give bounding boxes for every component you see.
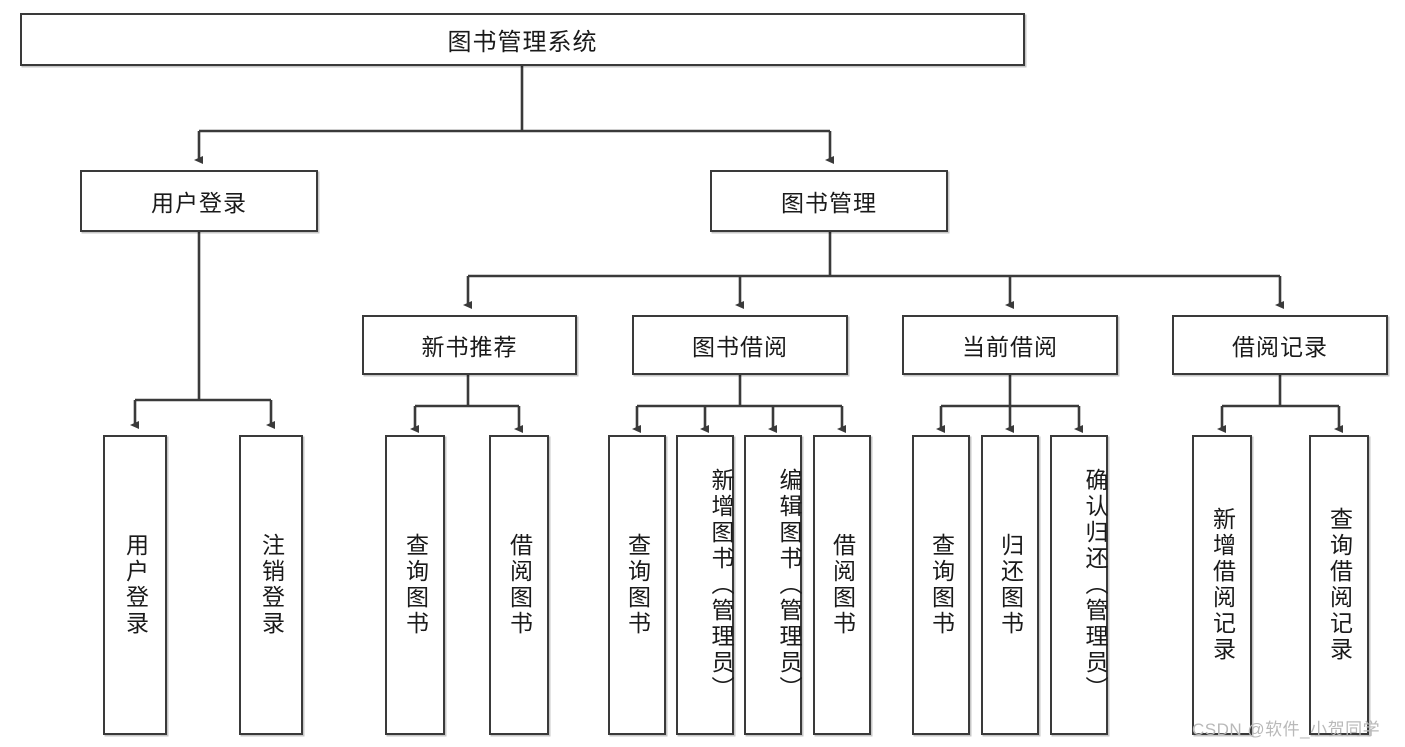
leaf-current-borrow-return-book[interactable]: 归还图书 bbox=[981, 435, 1039, 735]
leaf-user-login-logout[interactable]: 注销登录 bbox=[239, 435, 303, 735]
node-current-borrow[interactable]: 当前借阅 bbox=[902, 315, 1118, 375]
leaf-current-borrow-confirm-return-admin[interactable]: 确认归还（管理员） bbox=[1050, 435, 1108, 735]
leaf-borrow-record-query-record[interactable]: 查询借阅记录 bbox=[1309, 435, 1369, 735]
leaf-current-borrow-query-book[interactable]: 查询图书 bbox=[912, 435, 970, 735]
node-new-book-recommend[interactable]: 新书推荐 bbox=[362, 315, 577, 375]
node-borrow-record[interactable]: 借阅记录 bbox=[1172, 315, 1388, 375]
leaf-book-borrow-add-book-admin[interactable]: 新增图书（管理员） bbox=[676, 435, 734, 735]
leaf-borrow-record-add-record[interactable]: 新增借阅记录 bbox=[1192, 435, 1252, 735]
leaf-user-login-login[interactable]: 用户登录 bbox=[103, 435, 167, 735]
leaf-new-book-borrow-book[interactable]: 借阅图书 bbox=[489, 435, 549, 735]
node-root-book-management-system[interactable]: 图书管理系统 bbox=[20, 13, 1025, 66]
csdn-watermark: CSDN @软件_小贺同学 bbox=[1192, 720, 1381, 739]
node-book-management[interactable]: 图书管理 bbox=[710, 170, 948, 232]
node-book-borrow[interactable]: 图书借阅 bbox=[632, 315, 848, 375]
leaf-book-borrow-borrow-book[interactable]: 借阅图书 bbox=[813, 435, 871, 735]
leaf-book-borrow-query-book[interactable]: 查询图书 bbox=[608, 435, 666, 735]
leaf-new-book-query-book[interactable]: 查询图书 bbox=[385, 435, 445, 735]
leaf-book-borrow-edit-book-admin[interactable]: 编辑图书（管理员） bbox=[744, 435, 802, 735]
node-user-login[interactable]: 用户登录 bbox=[80, 170, 318, 232]
